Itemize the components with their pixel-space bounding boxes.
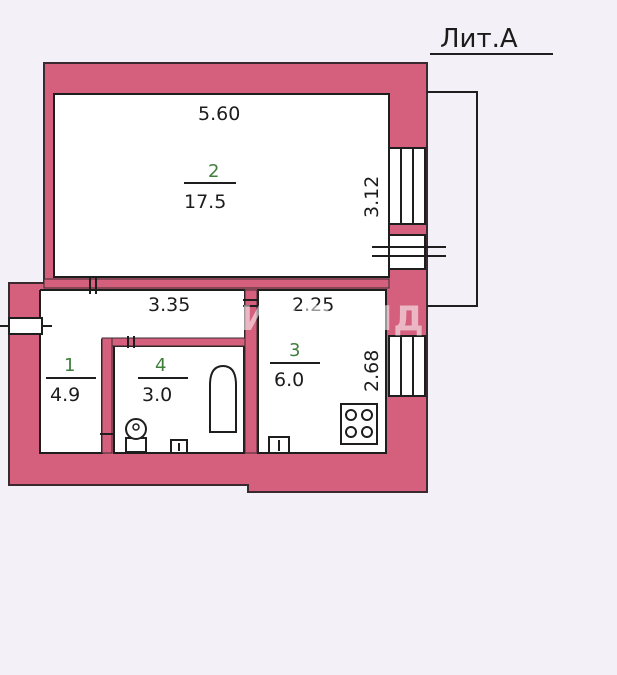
room-floors bbox=[39, 93, 390, 454]
partitions bbox=[43, 278, 390, 454]
watermark-text: ЖИЛФОНД bbox=[198, 299, 425, 339]
doors bbox=[0, 276, 259, 435]
room-labels: 2 17.5 1 4.9 4 3.0 3 6.0 bbox=[46, 161, 320, 406]
room-4-number: 4 bbox=[155, 355, 166, 376]
toilet-icon bbox=[125, 418, 147, 453]
partition-room4-top bbox=[111, 337, 246, 347]
dim-room2-depth: 3.12 bbox=[361, 176, 383, 218]
balcony-door bbox=[388, 234, 426, 270]
dimensions: 5.60 3.12 3.35 2.25 2.68 bbox=[148, 103, 383, 392]
room-1-number: 1 bbox=[64, 355, 75, 376]
window-room2 bbox=[388, 147, 426, 225]
partition-room3 bbox=[244, 289, 258, 454]
room-2-floor bbox=[53, 93, 390, 278]
room-2-number: 2 bbox=[208, 161, 219, 182]
room-4-area: 3.0 bbox=[142, 384, 172, 406]
entrance-door bbox=[8, 317, 43, 335]
room-3-number: 3 bbox=[289, 340, 300, 361]
window-room3 bbox=[388, 335, 426, 397]
dim-room3-depth: 2.68 bbox=[361, 350, 383, 392]
dim-room3-width: 2.25 bbox=[292, 294, 334, 316]
bathtub-icon bbox=[209, 364, 237, 433]
room-3-area: 6.0 bbox=[274, 369, 304, 391]
room-1-area: 4.9 bbox=[50, 384, 80, 406]
windows bbox=[388, 147, 426, 397]
dim-room2-width: 5.60 bbox=[198, 103, 240, 125]
fixtures bbox=[125, 364, 378, 454]
stove-icon bbox=[340, 403, 378, 445]
room-1-floor bbox=[40, 290, 102, 453]
sink-icon bbox=[170, 439, 188, 454]
liter-label: Лит.А bbox=[440, 24, 518, 54]
partition-room2 bbox=[43, 278, 390, 289]
balcony bbox=[372, 91, 478, 307]
dim-corridor-width: 3.35 bbox=[148, 294, 190, 316]
kitchen-sink-icon bbox=[268, 436, 290, 454]
partition-room4-left bbox=[101, 337, 113, 454]
balcony-outline bbox=[427, 91, 478, 307]
room-2-area: 17.5 bbox=[184, 191, 226, 213]
